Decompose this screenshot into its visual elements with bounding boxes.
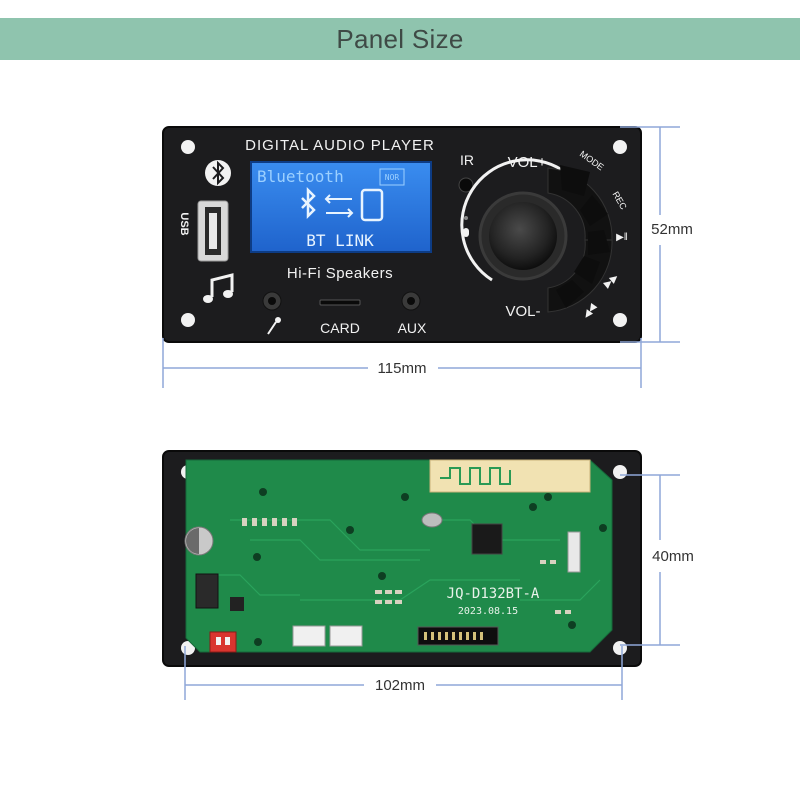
lcd-top-text: Bluetooth: [257, 167, 344, 186]
usb-label: USB: [178, 212, 190, 235]
mic-jack[interactable]: [262, 291, 282, 311]
white-connector-1[interactable]: [292, 625, 326, 647]
volume-knob[interactable]: [478, 191, 568, 281]
crystal-icon: [421, 512, 443, 528]
aux-jack[interactable]: [401, 291, 421, 311]
rec-button[interactable]: [580, 195, 608, 226]
white-connector-2[interactable]: [329, 625, 363, 647]
pcb-board: JQ-D132BT-A 2023.08.15: [184, 459, 613, 653]
board-date: 2023.08.15: [458, 606, 518, 617]
ir-sensor: [458, 177, 474, 193]
aux-label: AUX: [398, 320, 427, 336]
screw-hole-icon: [613, 641, 627, 655]
ir-label: IR: [460, 152, 474, 168]
front-width-dimension: [162, 338, 642, 388]
volume-arc-icon: [460, 158, 563, 282]
bluetooth-icon: [205, 160, 231, 186]
header-title: Panel Size: [336, 23, 464, 54]
lcd-nor-text: NOR: [385, 173, 400, 182]
board-model: JQ-D132BT-A: [447, 586, 540, 602]
back-height-dimension: [620, 474, 680, 646]
capacitor-icon: [184, 526, 214, 556]
back-panel: JQ-D132BT-A 2023.08.15: [162, 450, 642, 667]
front-height-label: 52mm: [651, 221, 693, 238]
card-slot-back: [417, 626, 499, 646]
play-pause-button[interactable]: [588, 230, 610, 255]
prev-button[interactable]: [556, 280, 584, 308]
header-banner: Panel Size: [0, 18, 800, 60]
music-note-icon: [203, 273, 234, 303]
vol-minus-label: VOL-: [505, 303, 540, 320]
mode-button[interactable]: [560, 165, 590, 196]
screw-hole-icon: [613, 140, 627, 154]
back-height-label: 40mm: [652, 548, 694, 565]
lcd-display: Bluetooth NOR BT LINK: [250, 161, 432, 253]
front-panel: DIGITAL AUDIO PLAYER USB Bluetooth NOR: [162, 126, 642, 343]
vol-plus-label: VOL+: [508, 154, 547, 171]
transfer-arrows-icon: [324, 194, 354, 218]
card-slot[interactable]: [319, 299, 361, 306]
microphone-icon: [267, 317, 281, 335]
front-width-label: 115mm: [378, 360, 427, 377]
back-width-dimension: [184, 646, 623, 700]
phone-icon: [360, 188, 384, 222]
lcd-bluetooth-icon: [301, 186, 316, 220]
panel-subtitle: Hi-Fi Speakers: [287, 265, 393, 282]
power-connector[interactable]: [209, 631, 237, 653]
panel-title: DIGITAL AUDIO PLAYER: [245, 137, 435, 154]
mic-hole-icon: [463, 216, 469, 237]
screw-hole-icon: [613, 313, 627, 327]
next-button[interactable]: [574, 256, 600, 284]
usb-port[interactable]: [197, 200, 229, 262]
main-chip-icon: [471, 523, 503, 555]
screw-hole-icon: [181, 313, 195, 327]
card-label: CARD: [320, 320, 360, 336]
back-width-label: 102mm: [375, 677, 425, 694]
front-height-dimension: [620, 126, 680, 343]
lcd-bottom-text: BT LINK: [306, 231, 374, 250]
screw-hole-icon: [613, 465, 627, 479]
play-pause-icon: ▶‖: [616, 232, 628, 243]
screw-hole-icon: [181, 140, 195, 154]
